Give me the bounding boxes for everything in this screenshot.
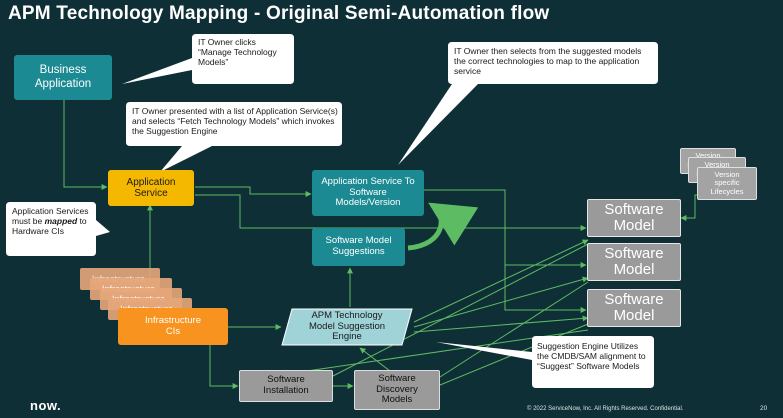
callout-bubble-suggestion-engine <box>436 336 654 388</box>
callout-app-services-prefix: Application Services must be <box>12 206 89 227</box>
callout-app-services-suffix: to Hardware CIs <box>12 216 87 237</box>
page-number: 20 <box>760 405 768 412</box>
connector-service-to-software-model-1 <box>195 194 587 231</box>
software-model-label-3: Software Model <box>604 290 664 324</box>
connector-discovery-to-model-2 <box>439 281 589 378</box>
version-lifecycles-label: Version specific Lifecycles <box>710 169 744 196</box>
software-model-suggestions-node: Software Model Suggestions <box>312 228 405 266</box>
application-service-node: Application Service <box>108 170 194 206</box>
infrastructure-cis-label: Infrastructure CIs <box>145 314 201 337</box>
callout-it-owner-selects: IT Owner then selects from the suggested… <box>454 46 642 77</box>
connector-service-to-models <box>195 186 312 197</box>
callout-app-services-mapped: mapped <box>44 216 78 227</box>
callout-bubble-it-owner-clicks <box>122 34 294 84</box>
business-application-label: Business Application <box>34 64 92 90</box>
page-title: APM Technology Mapping - Original Semi-A… <box>8 3 550 24</box>
callout-bubble-it-owner-selects <box>398 42 658 165</box>
software-discovery-models-node: Software Discovery Models <box>354 370 440 410</box>
application-service-label: Application Service <box>126 176 176 200</box>
software-model-label-2: Software Model <box>604 244 664 278</box>
software-model-label-1: Software Model <box>604 200 664 234</box>
software-model-node-2: Software Model <box>587 243 681 281</box>
servicenow-logo: now. <box>30 398 62 413</box>
connector-engine-to-model-1 <box>413 239 589 323</box>
suggestion-engine-node: APM Technology Model Suggestion Engine <box>288 310 406 344</box>
copyright-text: © 2022 ServiceNow, Inc. All Rights Reser… <box>527 406 684 412</box>
connector-infra-to-installation <box>209 345 239 389</box>
software-model-node-3: Software Model <box>587 289 681 327</box>
callout-bubble-app-services <box>6 202 110 256</box>
connector-models-to-software-model-3 <box>504 227 587 313</box>
software-installation-node: Software Installation <box>239 370 333 402</box>
connector-engine-to-model-3 <box>413 315 589 333</box>
callout-app-services: Application Services must be mapped to H… <box>12 206 96 236</box>
suggestion-engine-shape <box>281 308 413 346</box>
callout-suggestion-engine: Suggestion Engine Utilizes the CMDB/SAM … <box>537 341 646 372</box>
callout-it-owner-presented: IT Owner presented with a list of Applic… <box>132 106 338 137</box>
software-model-suggestions-label: Software Model Suggestions <box>325 235 392 257</box>
connector-discovery-to-engine <box>359 347 391 372</box>
software-discovery-models-label: Software Discovery Models <box>376 372 418 406</box>
callout-it-owner-clicks: IT Owner clicks “Manage Technology Model… <box>198 37 277 68</box>
software-model-node-1: Software Model <box>587 199 681 237</box>
app-service-to-models-label: Application Service To Software Models/V… <box>321 175 415 209</box>
suggestion-engine-label: APM Technology Model Suggestion Engine <box>308 309 386 343</box>
app-service-to-models-node: Application Service To Software Models/V… <box>312 170 424 216</box>
suggestion-flow-arrow <box>407 202 479 251</box>
connector-install-to-model-1 <box>332 243 589 377</box>
callout-bubble-it-owner-presented <box>126 102 342 172</box>
infrastructure-cis-node: Infrastructure CIs <box>118 308 228 345</box>
software-installation-label: Software Installation <box>263 374 309 396</box>
connector-business-to-service <box>63 100 108 190</box>
version-lifecycles-node: Version specific Lifecycles <box>697 167 757 200</box>
business-application-node: Business Application <box>14 55 112 100</box>
